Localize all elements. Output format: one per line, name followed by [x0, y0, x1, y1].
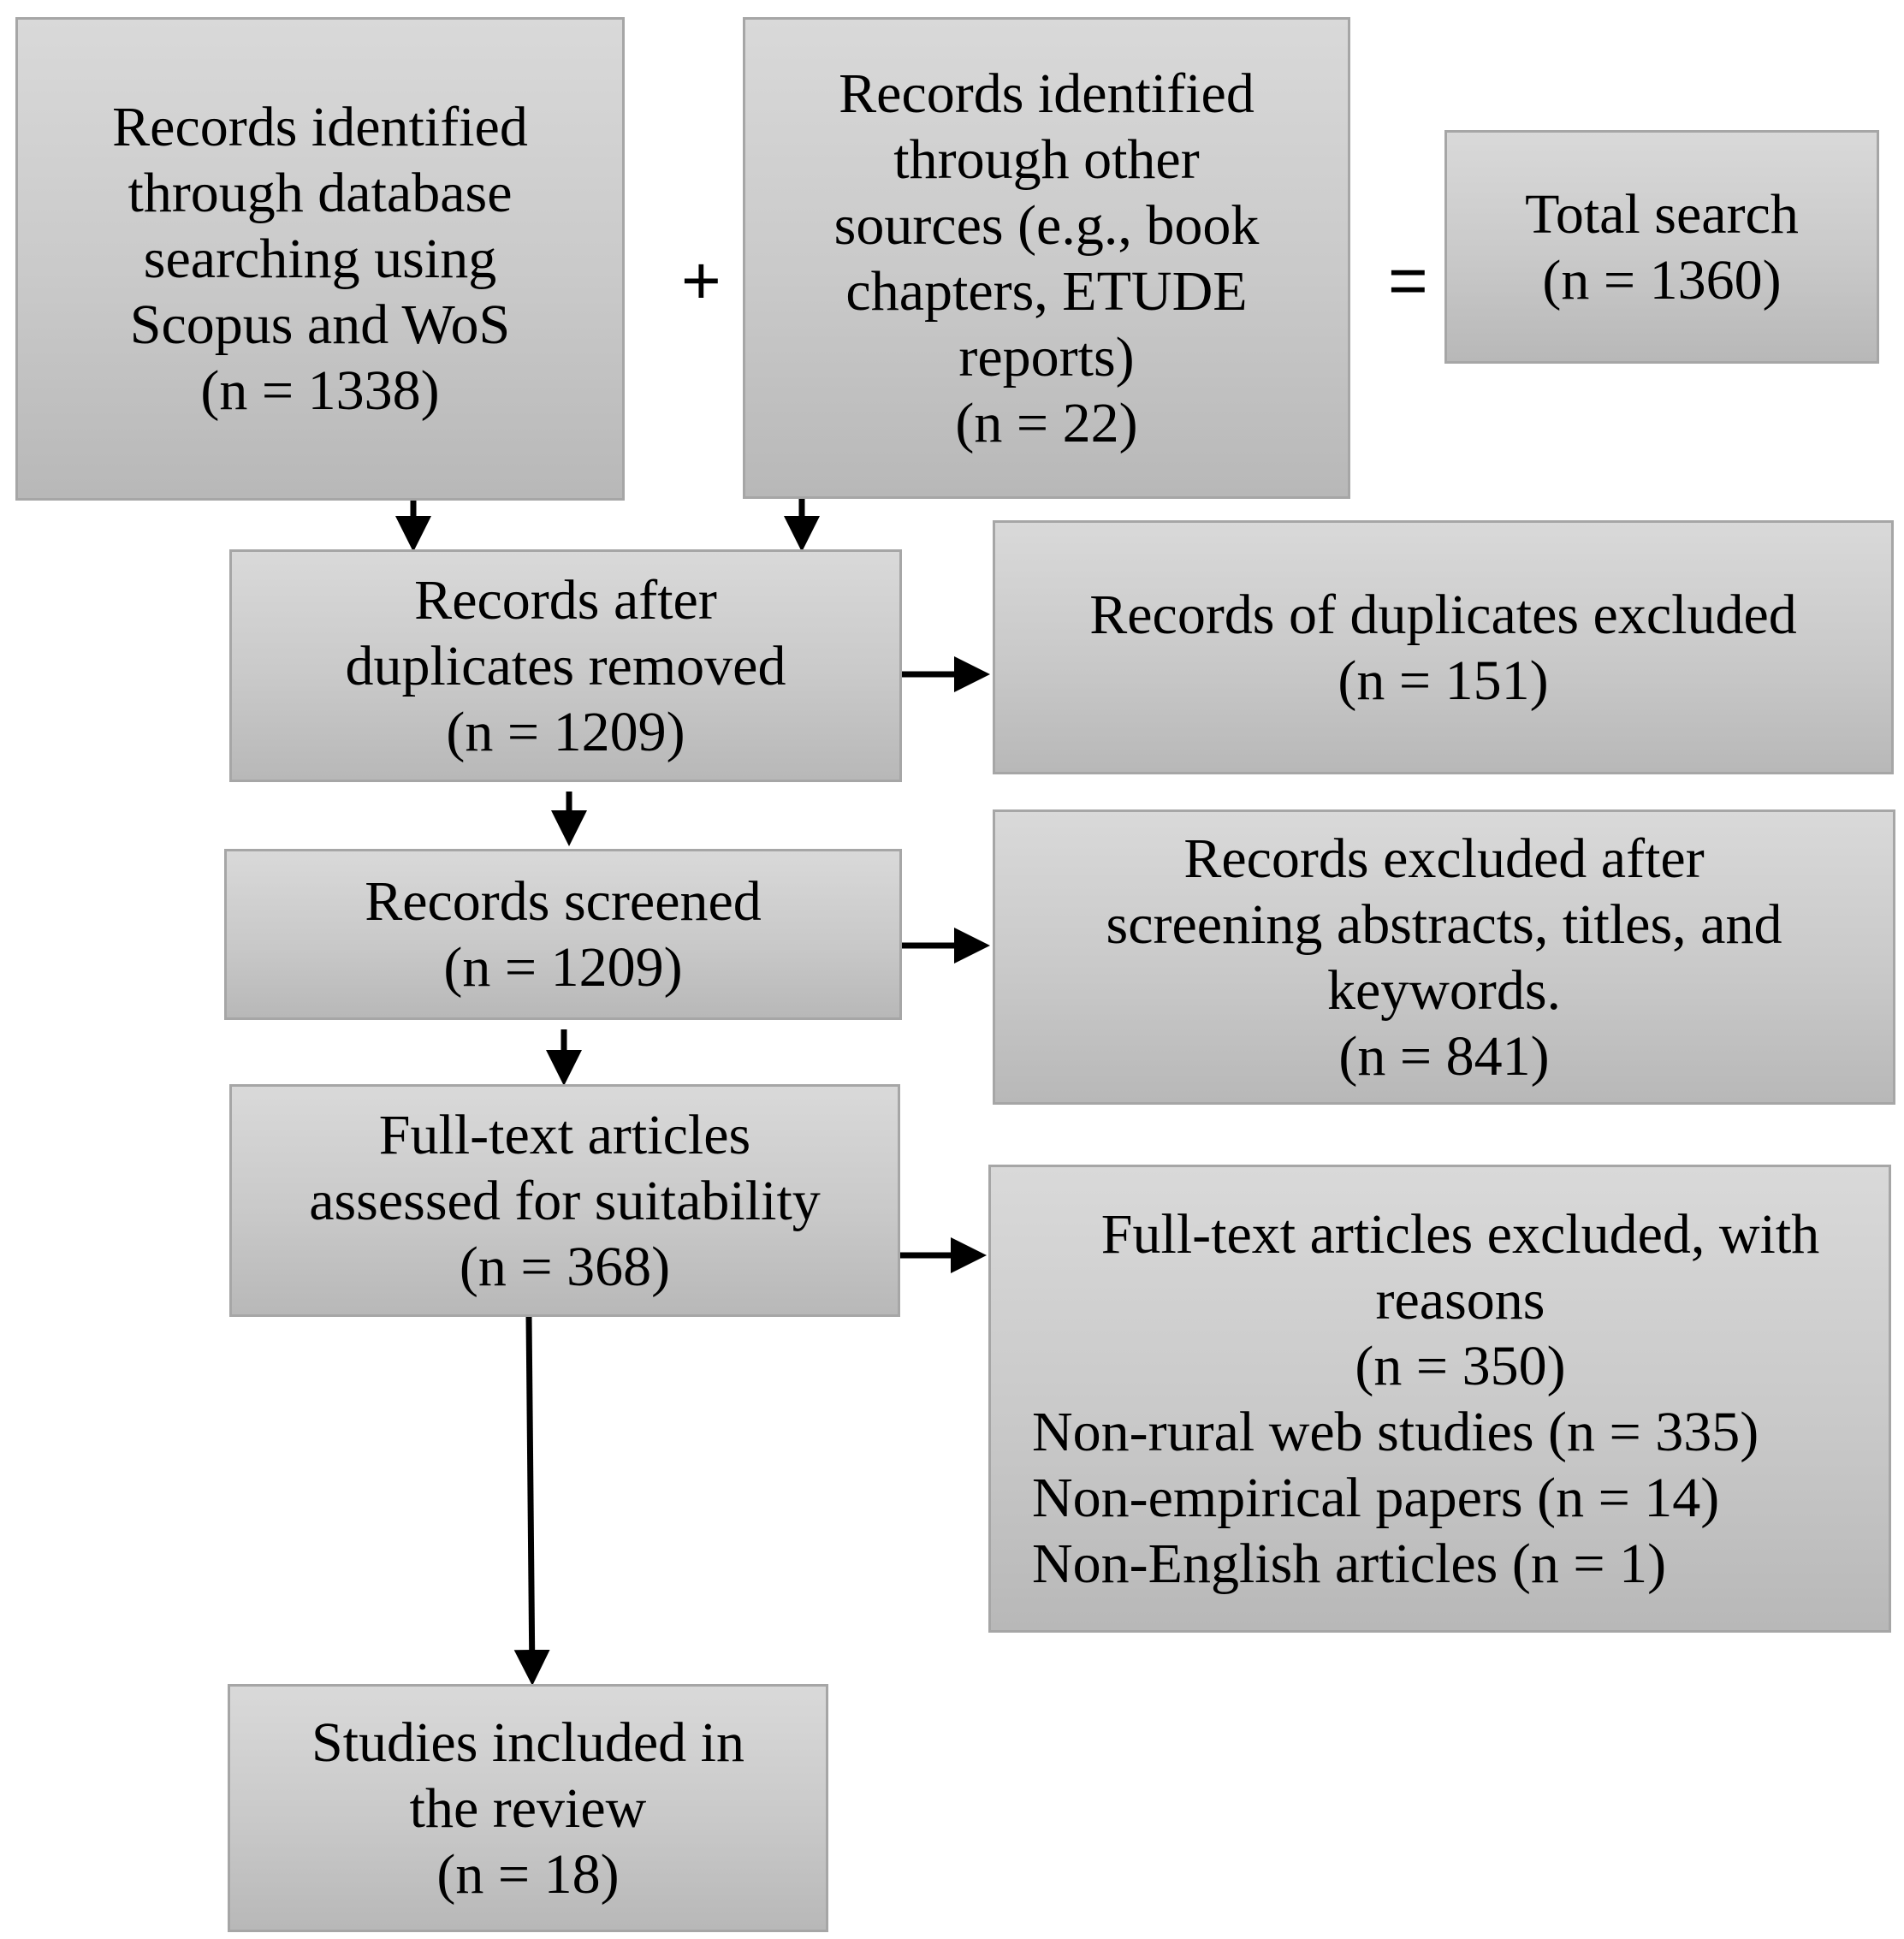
other-sources-line-1: Records identified — [839, 62, 1255, 125]
plus-operator: + — [681, 242, 721, 318]
screened-line-2: (n = 1209) — [443, 936, 683, 999]
other-sources-line-6: (n = 22) — [955, 391, 1138, 454]
database-line-5: (n = 1338) — [200, 359, 440, 422]
database-line-2: through database — [128, 162, 513, 224]
excluded-screening-line-1: Records excluded after — [1183, 827, 1705, 890]
other-sources-line-3: sources (e.g., book — [833, 193, 1260, 257]
full-text-excluded-line-1: Full-text articles excluded, with — [1100, 1202, 1820, 1266]
arrow-full-text-to-included — [513, 1314, 550, 1686]
included-line-1: Studies included in — [311, 1711, 744, 1774]
full-text-line-1: Full-text articles — [378, 1103, 751, 1166]
screened-line-1: Records screened — [365, 870, 762, 933]
included-line-3: (n = 18) — [436, 1842, 620, 1906]
screened-box: Records screened(n = 1209) — [224, 849, 902, 1020]
full-text-excluded-line-4: Non-rural web studies (n = 335) — [1032, 1400, 1759, 1463]
total-line-1: Total search — [1525, 182, 1799, 246]
full-text-excluded-line-3: (n = 350) — [1355, 1334, 1566, 1397]
equals-operator: = — [1388, 242, 1428, 318]
database-line-1: Records identified — [112, 96, 528, 158]
after-duplicates-line-1: Records after — [414, 568, 717, 632]
other-sources-line-4: chapters, ETUDE — [845, 259, 1248, 323]
full-text-excluded-line-5: Non-empirical papers (n = 14) — [1032, 1466, 1720, 1529]
full-text-line-3: (n = 368) — [459, 1235, 671, 1298]
full-text-excluded-line-2: reasons — [1375, 1268, 1545, 1331]
database-line-3: searching using — [143, 228, 497, 290]
database-line-4: Scopus and WoS — [129, 294, 511, 356]
excluded-screening-line-4: (n = 841) — [1338, 1024, 1550, 1088]
duplicates-excluded-line-2: (n = 151) — [1338, 649, 1549, 712]
excluded-screening-line-3: keywords. — [1326, 958, 1562, 1022]
other-sources-line-5: reports) — [958, 325, 1135, 388]
duplicates-excluded-box: Records of duplicates excluded(n = 151) — [993, 520, 1894, 774]
total-line-2: (n = 1360) — [1542, 248, 1782, 311]
total-search-box: Total search(n = 1360) — [1444, 130, 1879, 364]
excluded-screening-line-2: screening abstracts, titles, and — [1106, 892, 1782, 956]
full-text-line-2: assessed for suitability — [309, 1169, 821, 1232]
after-duplicates-line-2: duplicates removed — [345, 634, 786, 697]
full-text-excluded-line-6: Non-English articles (n = 1) — [1032, 1532, 1667, 1595]
after-duplicates-line-3: (n = 1209) — [446, 700, 685, 763]
included-line-2: the review — [409, 1776, 647, 1840]
other-sources-line-2: through other — [893, 127, 1200, 191]
duplicates-excluded-line-1: Records of duplicates excluded — [1089, 583, 1797, 646]
